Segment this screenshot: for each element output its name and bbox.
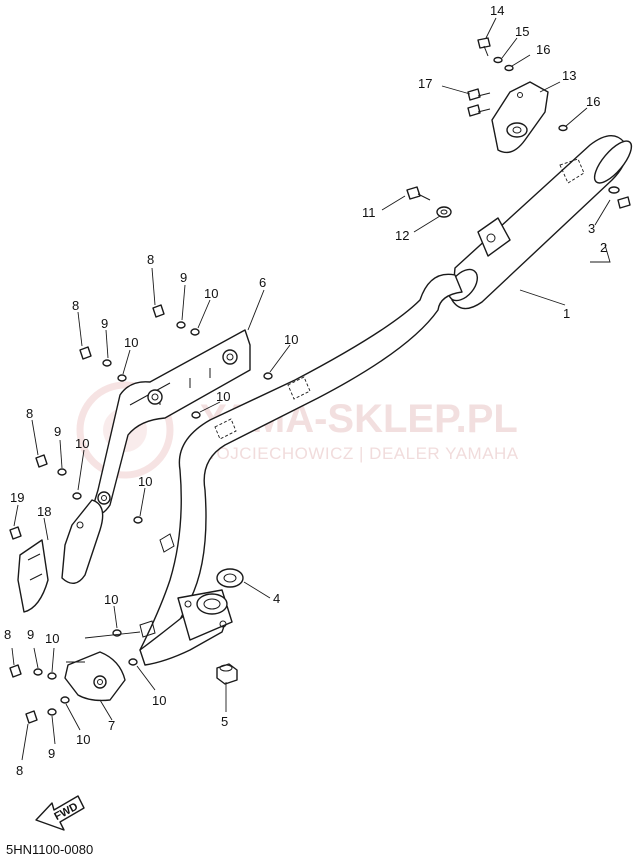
- callout-7: 7: [108, 718, 115, 733]
- callout-10b: 10: [124, 335, 138, 350]
- watermark-subtitle: WOJCIECHOWICZ | DEALER YAMAHA: [200, 444, 519, 463]
- callout-5: 5: [221, 714, 228, 729]
- callout-16b: 16: [586, 94, 600, 109]
- leader-lines: [11, 17, 611, 761]
- callout-9b: 9: [101, 316, 108, 331]
- callout-8a: 8: [147, 252, 154, 267]
- callout-18: 18: [37, 504, 51, 519]
- callout-1: 1: [563, 306, 570, 321]
- callout-9e: 9: [48, 746, 55, 761]
- fasteners: [9, 37, 631, 724]
- gasket-part-4: [216, 568, 244, 588]
- callout-2: 2: [600, 240, 607, 255]
- callout-9d: 9: [27, 627, 34, 642]
- fwd-label: FWD: [52, 801, 80, 823]
- callout-9a: 9: [180, 270, 187, 285]
- exhaust-pipe: [139, 273, 463, 656]
- heat-protector-part-6: [91, 329, 251, 515]
- callout-13: 13: [562, 68, 576, 83]
- nut-part-5: [216, 663, 238, 685]
- callout-8d: 8: [4, 627, 11, 642]
- callout-14: 14: [490, 3, 504, 18]
- callout-10i: 10: [152, 693, 166, 708]
- callout-4: 4: [273, 591, 280, 606]
- bracket-part-13: [491, 81, 549, 154]
- callout-8b: 8: [72, 298, 79, 313]
- callout-10e: 10: [75, 436, 89, 451]
- callout-10a: 10: [204, 286, 218, 301]
- callout-10g: 10: [45, 631, 59, 646]
- callout-17: 17: [418, 76, 432, 91]
- muffler-part-1: [447, 135, 633, 310]
- callout-10j: 10: [76, 732, 90, 747]
- callout-16: 16: [536, 42, 550, 57]
- callout-10h: 10: [104, 592, 118, 607]
- callout-labels: 14 15 16 17 13 16 11 12 3 2 1 6 8 9 10 8…: [4, 3, 607, 778]
- callout-12: 12: [395, 228, 409, 243]
- callout-6: 6: [259, 275, 266, 290]
- protector-part-7: [64, 651, 126, 702]
- callout-3: 3: [588, 221, 595, 236]
- callout-10c: 10: [284, 332, 298, 347]
- protector-part-18: [17, 499, 104, 613]
- diagram-code: 5HN1100-0080: [6, 842, 93, 857]
- exhaust-flange: [139, 589, 233, 666]
- callout-10d: 10: [216, 389, 230, 404]
- watermark-logo-ring: [76, 381, 174, 479]
- callout-15: 15: [515, 24, 529, 39]
- callout-11: 11: [362, 205, 376, 220]
- callout-8e: 8: [16, 763, 23, 778]
- callout-10f: 10: [138, 474, 152, 489]
- callout-19: 19: [10, 490, 24, 505]
- fwd-arrow-icon: FWD: [35, 795, 85, 831]
- callout-9c: 9: [54, 424, 61, 439]
- callout-8c: 8: [26, 406, 33, 421]
